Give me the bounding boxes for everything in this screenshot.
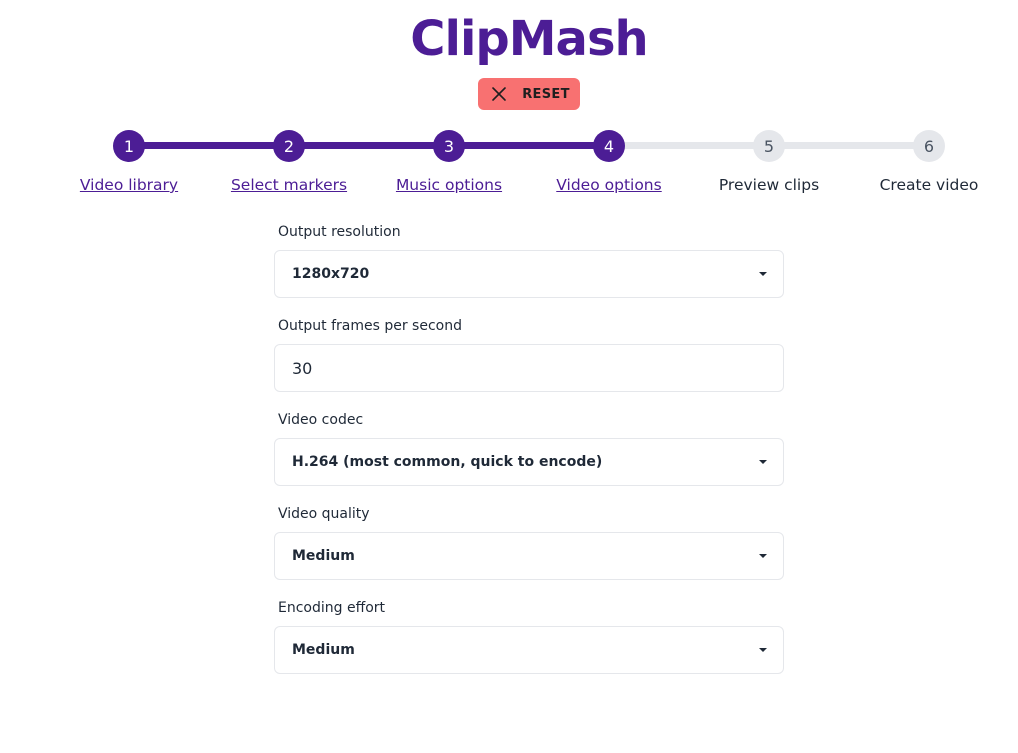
- video-quality-label: Video quality: [278, 506, 370, 522]
- encoding-effort-select[interactable]: Medium: [274, 626, 784, 674]
- output-fps-value: 30: [292, 358, 313, 378]
- video-options-form: Output resolution 1280x720 Output frames…: [274, 222, 784, 692]
- stepper-track-2-3: [289, 142, 449, 149]
- reset-button[interactable]: RESET: [478, 78, 580, 110]
- output-resolution-select[interactable]: 1280x720: [274, 250, 784, 298]
- wizard-stepper: 1 2 3 4 5 6 Video library Select markers…: [0, 130, 1018, 210]
- encoding-effort-label: Encoding effort: [278, 600, 386, 616]
- video-codec-field: Video codec H.264 (most common, quick to…: [274, 410, 784, 486]
- step-2-circle[interactable]: 2: [273, 130, 305, 162]
- stepper-track-4-5: [609, 142, 769, 149]
- stepper-track-5-6: [769, 142, 929, 149]
- output-fps-label: Output frames per second: [278, 318, 462, 334]
- chevron-down-icon: [759, 648, 767, 652]
- stepper-track-3-4: [449, 142, 609, 149]
- output-fps-input[interactable]: 30: [274, 344, 784, 392]
- encoding-effort-field: Encoding effort Medium: [274, 598, 784, 674]
- video-codec-value: H.264 (most common, quick to encode): [292, 454, 603, 470]
- step-1-link-video-library[interactable]: Video library: [79, 176, 179, 194]
- step-3-circle[interactable]: 3: [433, 130, 465, 162]
- output-resolution-value: 1280x720: [292, 266, 370, 282]
- step-5-label-preview-clips: Preview clips: [718, 176, 820, 194]
- step-4-link-video-options[interactable]: Video options: [556, 176, 662, 194]
- video-codec-label: Video codec: [278, 412, 364, 428]
- step-6-circle: 6: [913, 130, 945, 162]
- step-3-link-music-options[interactable]: Music options: [395, 176, 503, 194]
- video-quality-select[interactable]: Medium: [274, 532, 784, 580]
- step-6-label-create-video: Create video: [879, 176, 979, 194]
- app-title: ClipMash: [410, 11, 648, 67]
- stepper-track-1-2: [129, 142, 289, 149]
- output-fps-field: Output frames per second 30: [274, 316, 784, 392]
- output-resolution-label: Output resolution: [278, 224, 401, 240]
- video-quality-value: Medium: [292, 548, 355, 564]
- step-4-circle[interactable]: 4: [593, 130, 625, 162]
- close-icon: [492, 87, 507, 101]
- chevron-down-icon: [759, 554, 767, 558]
- chevron-down-icon: [759, 272, 767, 276]
- video-quality-field: Video quality Medium: [274, 504, 784, 580]
- step-5-circle: 5: [753, 130, 785, 162]
- reset-button-label: RESET: [522, 86, 570, 102]
- output-resolution-field: Output resolution 1280x720: [274, 222, 784, 298]
- video-codec-select[interactable]: H.264 (most common, quick to encode): [274, 438, 784, 486]
- step-2-link-select-markers[interactable]: Select markers: [230, 176, 348, 194]
- chevron-down-icon: [759, 460, 767, 464]
- encoding-effort-value: Medium: [292, 642, 355, 658]
- step-1-circle[interactable]: 1: [113, 130, 145, 162]
